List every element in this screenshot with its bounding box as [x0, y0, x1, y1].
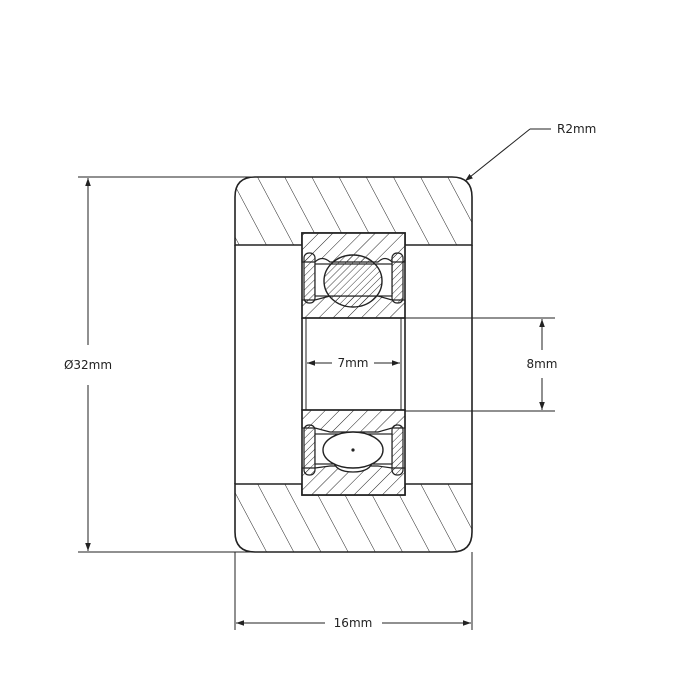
dimension-width: 16mm	[234, 552, 473, 630]
bearing-top	[301, 232, 406, 319]
leader-corner-radius: R2mm	[464, 122, 596, 182]
width-label: 16mm	[334, 616, 373, 630]
dimension-outer-diameter: Ø32mm	[64, 176, 255, 553]
bearing-ball-top	[323, 254, 383, 308]
bearing-bottom	[301, 409, 406, 496]
roller-bottom-section	[234, 483, 473, 553]
roller-body	[234, 176, 473, 553]
roller-top-section	[234, 176, 473, 246]
bearing-width-label: 7mm	[337, 356, 368, 370]
bore-label: 8mm	[526, 357, 557, 371]
dimension-bore: 8mm	[405, 317, 558, 412]
outer-diameter-label: Ø32mm	[64, 358, 112, 372]
corner-radius-label: R2mm	[557, 122, 596, 136]
dimension-bearing-width: 7mm	[307, 356, 400, 370]
